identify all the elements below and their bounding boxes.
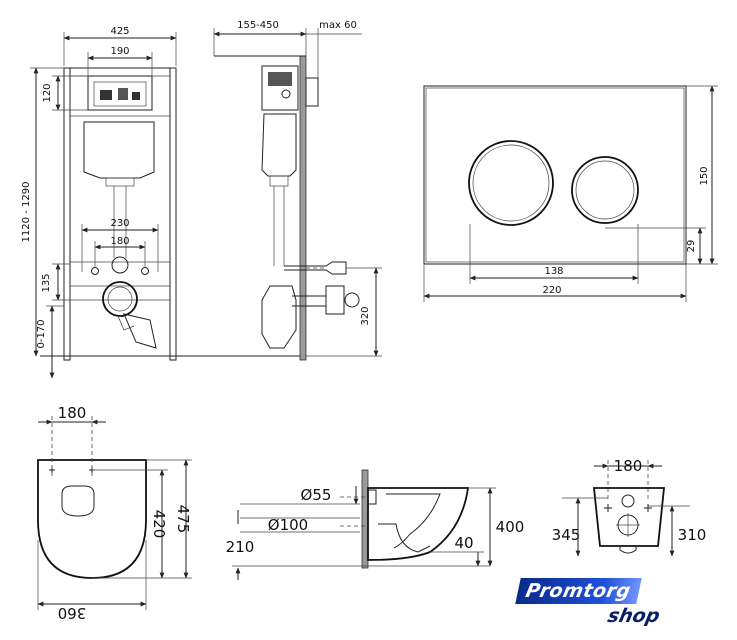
dim-plate-height: 120 [42, 83, 53, 102]
dim-plate-width: 190 [110, 46, 129, 57]
frame-side-view: 155-450 max 60 320 [213, 20, 382, 361]
flush-plate-view: 150 29 138 220 [423, 85, 718, 302]
dim-outlet-height: 210 [226, 538, 255, 556]
frame-left-post [63, 67, 71, 361]
bowl-opening [61, 485, 95, 517]
dim-plate-height: 150 [699, 166, 710, 185]
dim-frame-width: 425 [110, 26, 129, 37]
dim-pipe-spacing: 180 [110, 236, 129, 247]
bowl-top-view: 180 475 420 360 [37, 404, 192, 622]
wall [299, 55, 307, 361]
flush-plate [423, 85, 687, 265]
drain-outlet [102, 281, 138, 317]
bowl-back-view: 180 345 310 [552, 457, 707, 557]
stud-right [141, 267, 149, 275]
flush-mount-plate [87, 75, 153, 111]
dim-inner-length: 420 [150, 510, 168, 539]
flush-button-small [571, 156, 639, 224]
dim-frame-height: 1120 - 1290 [21, 182, 32, 243]
dim-button-offset: 29 [686, 240, 697, 253]
cistern [83, 121, 155, 179]
cistern-side [261, 113, 297, 177]
side-mount [261, 65, 299, 111]
dim-outlet-diameter: Ø100 [268, 516, 308, 534]
water-inlet-hole [621, 494, 635, 508]
dim-floor-adjust: 0-170 [36, 319, 47, 348]
bowl-back-outline [593, 487, 665, 547]
dim-bowl-length: 475 [174, 505, 192, 534]
flush-button-large [468, 140, 554, 226]
promtorg-logo: Promtorg shop [514, 574, 664, 634]
bowl-outline [37, 459, 147, 579]
frame-front-view: 425 190 120 1120 - 1290 230 180 135 0-17… [21, 26, 300, 379]
dim-plate-width: 220 [542, 285, 561, 296]
logo-line2: shop [605, 605, 662, 627]
dim-front-height: 40 [454, 534, 473, 552]
water-inlet [111, 256, 129, 274]
dim-inner-height: 310 [678, 526, 707, 544]
dim-bowl-width: 360 [58, 604, 87, 622]
drain-connector [325, 285, 345, 315]
dim-inlet-diameter: Ø55 [301, 486, 332, 504]
dim-bottom-offset: 135 [41, 273, 52, 292]
frame-right-post [169, 67, 177, 361]
drain-elbow [123, 313, 157, 349]
flush-plate-side [305, 77, 319, 107]
bowl-side-view: Ø55 Ø100 210 400 40 [226, 469, 525, 580]
dim-drain-height: 320 [360, 306, 371, 325]
dim-back-bolt-spacing: 180 [614, 457, 643, 475]
dim-bolt-spacing: 180 [58, 404, 87, 422]
dim-max-panel: max 60 [319, 20, 357, 31]
dim-stud-spacing: 230 [110, 218, 129, 229]
dim-outer-height: 345 [552, 526, 581, 544]
logo-line1: Promtorg [515, 578, 642, 604]
dim-button-spacing: 138 [544, 266, 563, 277]
stud-left [91, 267, 99, 275]
drain-pipe-side [261, 285, 297, 349]
dim-depth-range: 155-450 [237, 20, 279, 31]
dim-bowl-height: 400 [496, 518, 525, 536]
